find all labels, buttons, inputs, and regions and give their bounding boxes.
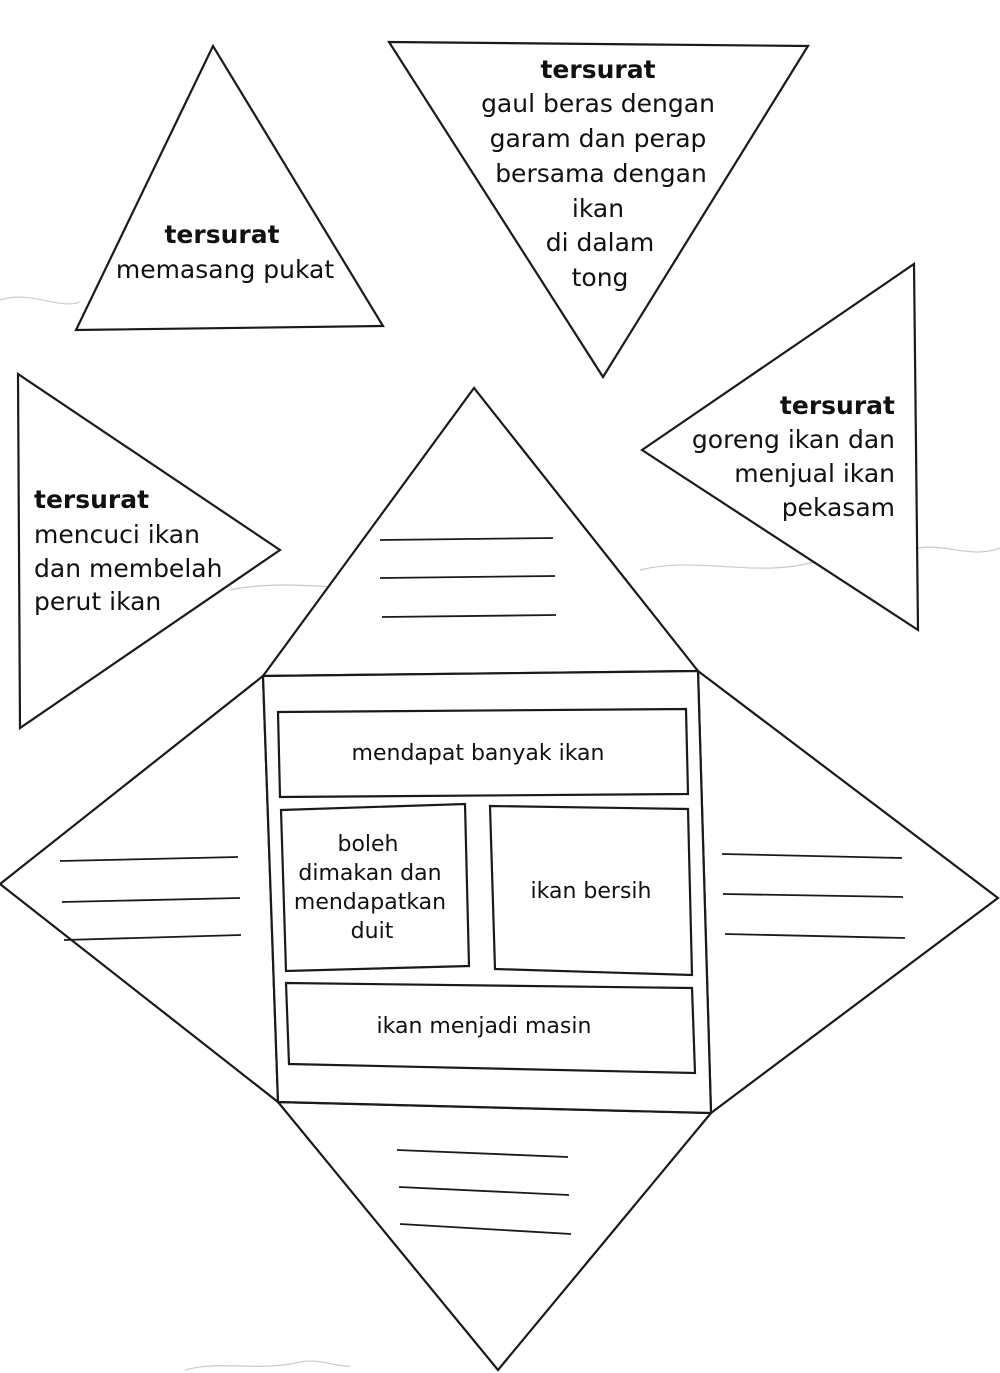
answer-line[interactable]	[722, 893, 904, 898]
right-flap	[696, 668, 1000, 1116]
left-flap	[0, 673, 280, 1105]
answer-lines-bottom[interactable]	[396, 1149, 572, 1235]
box-boleh-dimakan: boleh dimakan dan mendapatkan duit	[279, 802, 471, 973]
triangle-line: perut ikan	[34, 587, 161, 616]
triangle-line: gaul beras dengan	[481, 89, 715, 118]
triangle-line: di dalam	[546, 228, 655, 257]
box-label: duit	[351, 919, 394, 944]
triangle-line: menjual ikan	[734, 459, 895, 488]
triangle-line: garam dan perap	[490, 124, 707, 153]
answer-line[interactable]	[381, 614, 557, 618]
box-label: dimakan dan	[298, 861, 441, 886]
answer-lines-top[interactable]	[379, 537, 557, 618]
box-mendapat-banyak-ikan: mendapat banyak ikan	[276, 707, 690, 799]
answer-line[interactable]	[398, 1186, 570, 1196]
triangle-line: goreng ikan dan	[692, 425, 895, 454]
answer-line[interactable]	[379, 537, 554, 541]
triangle-line: tong	[572, 263, 629, 292]
triangle-line: mencuci ikan	[34, 520, 200, 549]
triangle-heading: tersurat	[34, 485, 149, 514]
triangle-line: ikan	[572, 194, 624, 223]
box-label: boleh	[337, 832, 398, 857]
triangle-line: pekasam	[782, 493, 895, 522]
box-label: mendapat banyak ikan	[352, 741, 605, 766]
answer-line[interactable]	[379, 575, 556, 579]
triangle-line: memasang pukat	[116, 255, 334, 284]
box-ikan-bersih: ikan bersih	[488, 804, 694, 977]
triangle-memasang-pukat: tersurat memasang pukat	[74, 43, 385, 332]
triangle-heading: tersurat	[780, 391, 895, 420]
answer-line[interactable]	[61, 897, 241, 903]
answer-line[interactable]	[396, 1149, 569, 1158]
answer-line[interactable]	[724, 933, 906, 939]
triangle-goreng-ikan: tersurat goreng ikan dan menjual ikan pe…	[640, 261, 920, 633]
triangle-heading: tersurat	[540, 55, 655, 84]
box-label: ikan menjadi masin	[377, 1014, 592, 1039]
triangle-line: bersama dengan	[495, 159, 707, 188]
answer-line[interactable]	[721, 853, 903, 859]
triangle-heading: tersurat	[164, 220, 279, 249]
bottom-flap	[275, 1100, 714, 1372]
answer-line[interactable]	[63, 934, 242, 941]
box-label: mendapatkan	[294, 890, 446, 915]
box-label: ikan bersih	[531, 879, 652, 904]
box-ikan-menjadi-masin: ikan menjadi masin	[284, 981, 697, 1075]
answer-line[interactable]	[399, 1223, 572, 1235]
triangle-line: dan membelah	[34, 554, 222, 583]
answer-lines-left[interactable]	[59, 856, 242, 941]
top-flap	[260, 386, 701, 678]
answer-lines-right[interactable]	[721, 853, 906, 939]
answer-line[interactable]	[59, 856, 239, 862]
triangle-mencuci-ikan: tersurat mencuci ikan dan membelah perut…	[16, 371, 282, 731]
triangle-gaul-beras: tersurat gaul beras dengan garam dan per…	[386, 40, 810, 380]
